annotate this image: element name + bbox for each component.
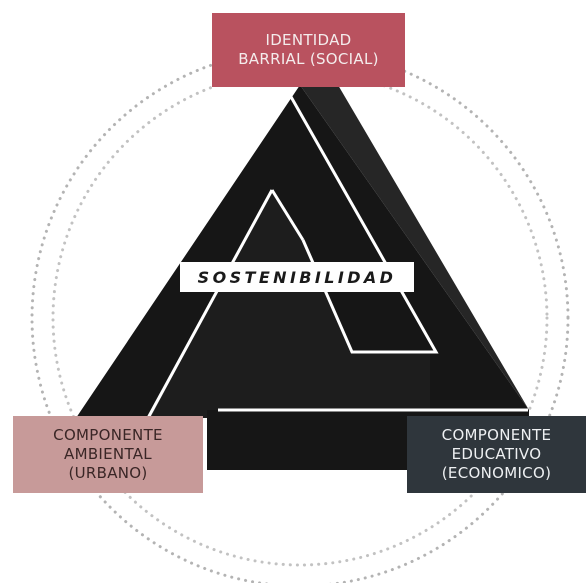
triangle-inner-dark-wedge — [150, 190, 430, 418]
node-right-line-2: EDUCATIVO — [451, 445, 542, 463]
node-right-line-3: (ECONOMICO) — [441, 464, 552, 482]
node-left-line-2: AMBIENTAL — [64, 445, 152, 463]
node-componente-ambiental: COMPONENTE AMBIENTAL (URBANO) — [13, 416, 203, 493]
node-componente-educativo: COMPONENTE EDUCATIVO (ECONOMICO) — [407, 416, 586, 493]
node-left-line-3: (URBANO) — [68, 464, 148, 482]
triangle-right-face — [300, 85, 529, 410]
node-left-line-1: COMPONENTE — [53, 426, 163, 444]
node-top-line-2: BARRIAL (SOCIAL) — [238, 50, 379, 68]
node-right-line-1: COMPONENTE — [441, 426, 552, 444]
node-identidad-barrial: IDENTIDAD BARRIAL (SOCIAL) — [212, 13, 405, 87]
center-label-sostenibilidad: SOSTENIBILIDAD — [180, 262, 414, 292]
node-top-line-1: IDENTIDAD — [265, 31, 352, 49]
triangle-edge-line-right — [284, 87, 439, 354]
triangle-edge-line-left — [146, 189, 274, 419]
triangle-edge-line-inner — [270, 189, 305, 241]
